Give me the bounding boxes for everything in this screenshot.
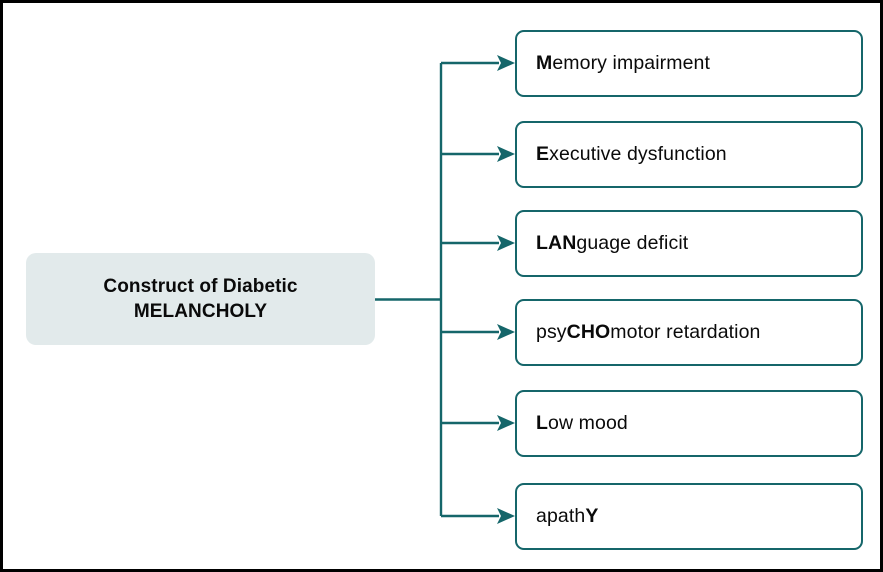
branch-prefix: psy <box>536 321 567 343</box>
branch-label: apathY <box>517 505 598 528</box>
branch-acronym-letters: LAN <box>536 232 577 254</box>
branch-box-executive-dysfunction: Executive dysfunction <box>515 121 863 188</box>
branch-suffix: emory impairment <box>552 52 710 74</box>
branch-acronym-letters: M <box>536 52 553 74</box>
branch-label: psyCHOmotor retardation <box>517 321 760 344</box>
root-node-line-1: Construct of Diabetic <box>103 275 298 297</box>
branch-acronym-letters: E <box>536 143 550 165</box>
branch-box-memory-impairment: Memory impairment <box>515 30 863 97</box>
branch-suffix: motor retardation <box>610 321 761 343</box>
branch-box-language-deficit: LANguage deficit <box>515 210 863 277</box>
arrowhead-icon-4 <box>497 324 515 340</box>
arrowhead-icon-1 <box>497 55 515 71</box>
branch-label: Memory impairment <box>517 52 710 75</box>
branch-box-psychomotor-retardation: psyCHOmotor retardation <box>515 299 863 366</box>
branch-label: LANguage deficit <box>517 232 688 255</box>
branch-acronym-letters: CHO <box>566 321 611 343</box>
branch-suffix: ow mood <box>548 412 628 434</box>
root-node-construct: Construct of Diabetic MELANCHOLY <box>26 253 375 345</box>
branch-suffix: xecutive dysfunction <box>549 143 727 165</box>
root-node-line-2: MELANCHOLY <box>133 301 268 322</box>
branch-prefix: apath <box>536 505 586 527</box>
branch-suffix: guage deficit <box>576 232 689 254</box>
branch-label: Executive dysfunction <box>517 143 727 166</box>
arrowhead-icon-2 <box>497 146 515 162</box>
arrowhead-icon-5 <box>497 415 515 431</box>
branch-box-apathy: apathY <box>515 483 863 550</box>
branch-box-low-mood: Low mood <box>515 390 863 457</box>
branch-label: Low mood <box>517 412 628 435</box>
arrowhead-icon-3 <box>497 235 515 251</box>
branch-acronym-letters: Y <box>585 505 599 527</box>
branch-acronym-letters: L <box>536 412 549 434</box>
arrowhead-icon-6 <box>497 508 515 524</box>
